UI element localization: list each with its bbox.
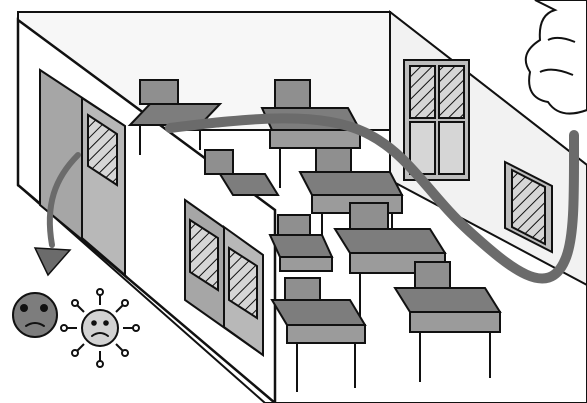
germ-cluster-icon — [13, 293, 57, 337]
back-windows — [404, 60, 469, 180]
virus-icon — [61, 289, 139, 367]
exhaust-arrowhead-icon — [35, 248, 70, 275]
speech-bubble-icon — [526, 0, 587, 114]
